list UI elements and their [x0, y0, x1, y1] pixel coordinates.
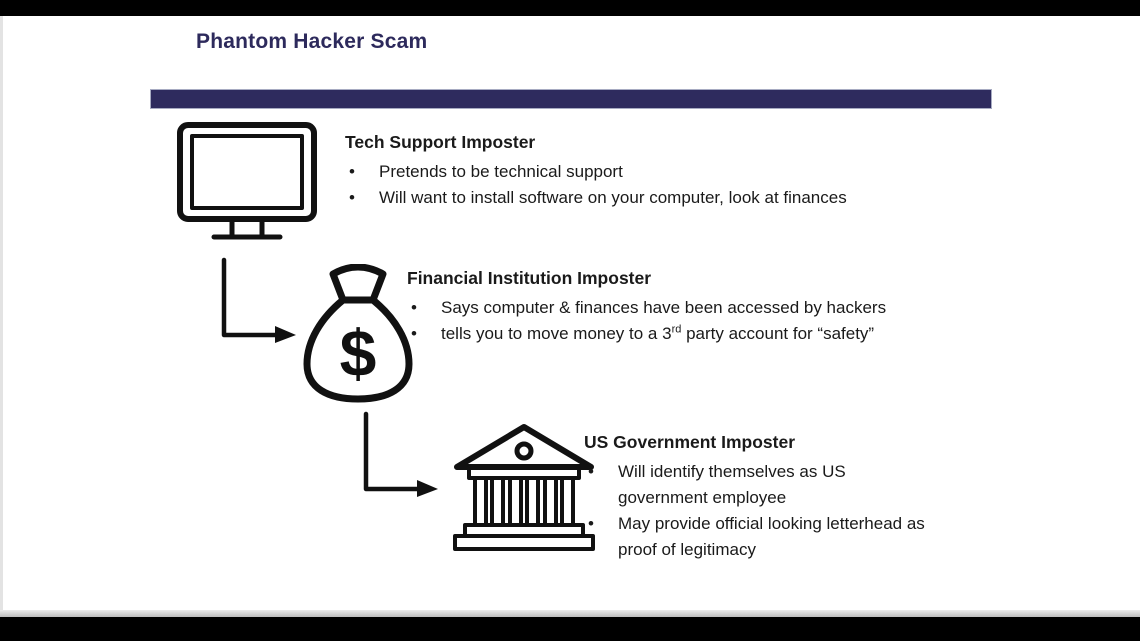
bullet-line: Pretends to be technical support [379, 162, 623, 181]
bullet-marker: • [588, 514, 594, 533]
computer-monitor-icon [177, 122, 317, 240]
elbow-arrow-icon [221, 257, 296, 343]
stage-heading: Tech Support Imposter [345, 132, 536, 152]
bullet-marker: • [349, 162, 355, 181]
bullet-line: proof of legitimacy [618, 540, 756, 559]
bullet-line: government employee [618, 488, 787, 507]
bullet-text: tells you to move money to a 3rd party a… [441, 321, 874, 347]
bullet-text: Says computer & finances have been acces… [441, 295, 886, 321]
stage-us-government: US Government Imposter • Will identify t… [584, 431, 984, 563]
bullet-item: • May provide official looking letterhea… [584, 511, 984, 563]
accent-bar [150, 89, 992, 109]
stage-heading: US Government Imposter [584, 432, 796, 452]
bullet-text: Pretends to be technical support [379, 159, 623, 185]
slide-background [0, 16, 1140, 610]
stage-financial-institution: Financial Institution Imposter • Says co… [407, 267, 987, 347]
money-bag-icon: $ [303, 264, 413, 403]
elbow-arrow-icon [363, 411, 438, 497]
stage-tech-support: Tech Support Imposter • Pretends to be t… [345, 131, 945, 211]
government-building-icon [453, 424, 595, 551]
page-title: Phantom Hacker Scam [196, 30, 428, 53]
bullet-line: Will want to install software on your co… [379, 188, 847, 207]
bullet-line: May provide official looking letterhead … [618, 514, 925, 533]
bullet-item: • Pretends to be technical support [345, 159, 945, 185]
bullet-text-post: party account for “safety” [681, 324, 875, 343]
bullet-item: • tells you to move money to a 3rd party… [407, 321, 987, 347]
bullet-text: Will want to install software on your co… [379, 185, 847, 211]
bullet-text: May provide official looking letterhead … [618, 511, 925, 563]
stage-heading: Financial Institution Imposter [407, 268, 652, 288]
bullet-line: Will identify themselves as US [618, 462, 846, 481]
bullet-marker: • [411, 324, 417, 343]
bullet-item: • Says computer & finances have been acc… [407, 295, 987, 321]
bullet-line: Says computer & finances have been acces… [441, 298, 887, 317]
slide-bottom-edge [0, 610, 1140, 617]
dollar-sign: $ [340, 316, 377, 390]
bullet-item: • Will want to install software on your … [345, 185, 945, 211]
bullet-item: • Will identify themselves as US governm… [584, 459, 984, 511]
bullet-marker: • [349, 188, 355, 207]
bullet-marker: • [411, 298, 417, 317]
bullet-text-pre: tells you to move money to a 3 [441, 324, 672, 343]
bullet-marker: • [588, 462, 594, 481]
bullet-text: Will identify themselves as US governmen… [618, 459, 846, 511]
ordinal-superscript: rd [671, 323, 682, 336]
